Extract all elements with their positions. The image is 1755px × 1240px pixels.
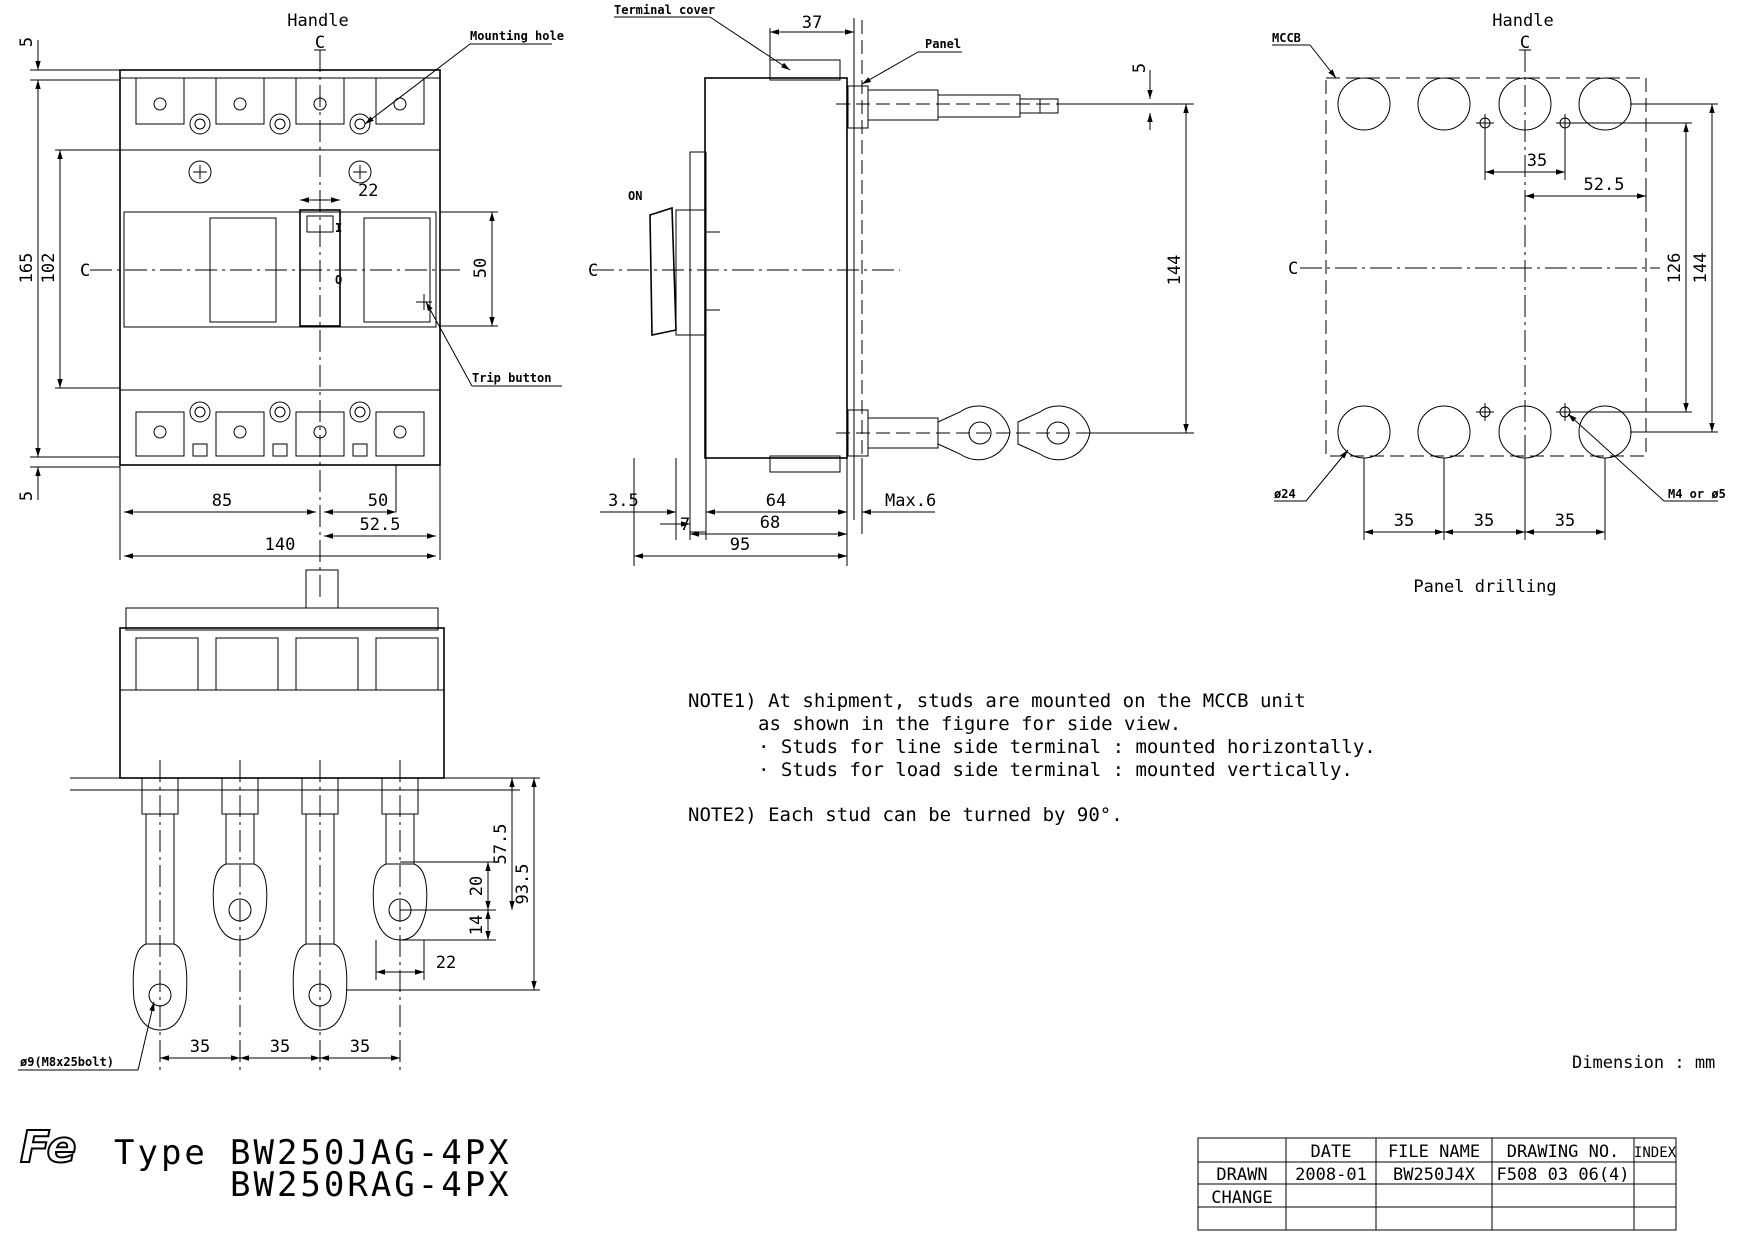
dim-68: 68 (760, 513, 780, 533)
dim-mount-height: 102 (39, 253, 59, 284)
dim-64: 64 (766, 491, 786, 511)
dim-22: 22 (436, 953, 456, 973)
side-handle (649, 206, 677, 336)
mccb-outline (1325, 77, 1647, 457)
dim-7: 7 (680, 515, 690, 535)
panel-drilling-caption: Panel drilling (1413, 577, 1556, 597)
dim-stud-span: 144 (1165, 255, 1185, 286)
tb-drawn-number: F508 03 06(4) (1496, 1165, 1629, 1185)
handle (299, 209, 341, 327)
screw-label: M4 or ø5 (1668, 487, 1726, 501)
tb-drawn-date: 2008-01 (1295, 1165, 1367, 1185)
svg-text:I: I (335, 221, 342, 235)
dim-v144: 144 (1691, 253, 1711, 284)
dim-3-5: 3.5 (608, 491, 639, 511)
mounting-hole-label: Mounting hole (470, 29, 564, 43)
studs (132, 777, 428, 1031)
panel-drilling-view: Handle C C MCCB (1272, 11, 1726, 597)
bolt-label: ø9(M8x25bolt) (20, 1055, 114, 1069)
top-stud (867, 89, 939, 121)
dim-left: 85 (212, 491, 232, 511)
note2: NOTE2) Each stud can be turned by 90°. (688, 804, 1123, 826)
drill-centerline-mark: C (1520, 33, 1530, 53)
bottom-body (119, 627, 445, 779)
mccb-label: MCCB (1272, 31, 1301, 45)
dim-bp2: 35 (270, 1037, 290, 1057)
dim-p2: 35 (1474, 511, 1494, 531)
terminal-cover (769, 59, 841, 81)
type-label: Type (114, 1133, 208, 1173)
dim-height: 165 (17, 253, 37, 284)
side-body (704, 77, 848, 459)
dim-bp1: 35 (190, 1037, 210, 1057)
model-2: BW250RAG-4PX (230, 1165, 512, 1205)
dim-20: 20 (467, 876, 487, 896)
bottom-terminals (135, 401, 425, 457)
dim-stud-top: 5 (1130, 63, 1150, 73)
tb-header-file: FILE NAME (1388, 1142, 1480, 1162)
svg-text:Fe: Fe (20, 1122, 76, 1173)
side-centerline-mark: C (588, 261, 598, 281)
note1-line1: NOTE1) At shipment, studs are mounted on… (688, 690, 1306, 712)
on-label: ON (628, 189, 642, 203)
dim-p3: 35 (1555, 511, 1575, 531)
front-centerline-mark: C (315, 33, 325, 53)
dim-95: 95 (730, 535, 750, 555)
dimension-unit: Dimension : mm (1572, 1053, 1715, 1073)
drill-handle-label: Handle (1492, 11, 1553, 31)
front-h-centerline-mark: C (80, 261, 90, 281)
dim-width: 140 (265, 535, 296, 555)
tb-header-date: DATE (1311, 1142, 1352, 1162)
tb-row-change: CHANGE (1211, 1188, 1272, 1208)
cover-window (123, 211, 437, 328)
tb-row-drawn: DRAWN (1216, 1165, 1267, 1185)
dim-14: 14 (467, 915, 487, 935)
title-area: Fe Type BW250JAG-4PX BW250RAG-4PX (19, 1121, 512, 1205)
dim-max: Max.6 (885, 491, 936, 511)
tb-header-index: INDEX (1634, 1145, 1677, 1161)
dim-v126: 126 (1665, 253, 1685, 284)
title-block: DATE FILE NAME DRAWING NO. INDEX DRAWN 2… (1197, 1137, 1677, 1231)
dim-window: 22 (358, 181, 378, 201)
drill-h-centerline-mark: C (1288, 259, 1298, 279)
tb-drawn-file: BW250J4X (1393, 1165, 1476, 1185)
dim-p1: 35 (1394, 511, 1414, 531)
dim-bottom-gap: 5 (17, 491, 37, 501)
front-view: Handle C (17, 11, 564, 600)
dim-window-h: 50 (471, 258, 491, 278)
dim-top-gap: 5 (17, 37, 37, 47)
mounting-screws-top (188, 113, 372, 184)
front-handle-label: Handle (287, 11, 348, 31)
bottom-view: 57.5 93.5 20 14 22 35 35 35 ø9(M8x25bolt… (18, 569, 540, 1071)
top-terminals (135, 77, 425, 125)
svg-text:O: O (335, 273, 342, 287)
note1-line4: · Studs for load side terminal : mounted… (758, 759, 1353, 781)
note1-line2: as shown in the figure for side view. (758, 713, 1181, 735)
notes: NOTE1) At shipment, studs are mounted on… (688, 690, 1376, 826)
tb-header-drawing: DRAWING NO. (1507, 1142, 1620, 1162)
note1-line3: · Studs for line side terminal : mounted… (758, 736, 1376, 758)
dim-57-5: 57.5 (491, 824, 511, 865)
fe-logo: Fe (19, 1121, 77, 1174)
model-1: BW250JAG-4PX (230, 1133, 512, 1173)
hole-dia-label: ø24 (1274, 487, 1296, 501)
trip-button-label: Trip button (472, 371, 551, 385)
dim-h35: 35 (1527, 151, 1547, 171)
dim-cover: 37 (802, 13, 822, 33)
dim-93-5: 93.5 (513, 864, 533, 905)
dim-bp3: 35 (350, 1037, 370, 1057)
breaker-body (119, 69, 441, 466)
dim-right: 50 (368, 491, 388, 511)
side-view: Terminal cover Panel ON C (588, 3, 1194, 566)
panel-label: Panel (925, 37, 961, 51)
dim-h525: 52.5 (1584, 175, 1625, 195)
terminal-cover-label: Terminal cover (614, 3, 715, 17)
dim-right2: 52.5 (360, 515, 401, 535)
bottom-stud-lug (937, 405, 1011, 461)
